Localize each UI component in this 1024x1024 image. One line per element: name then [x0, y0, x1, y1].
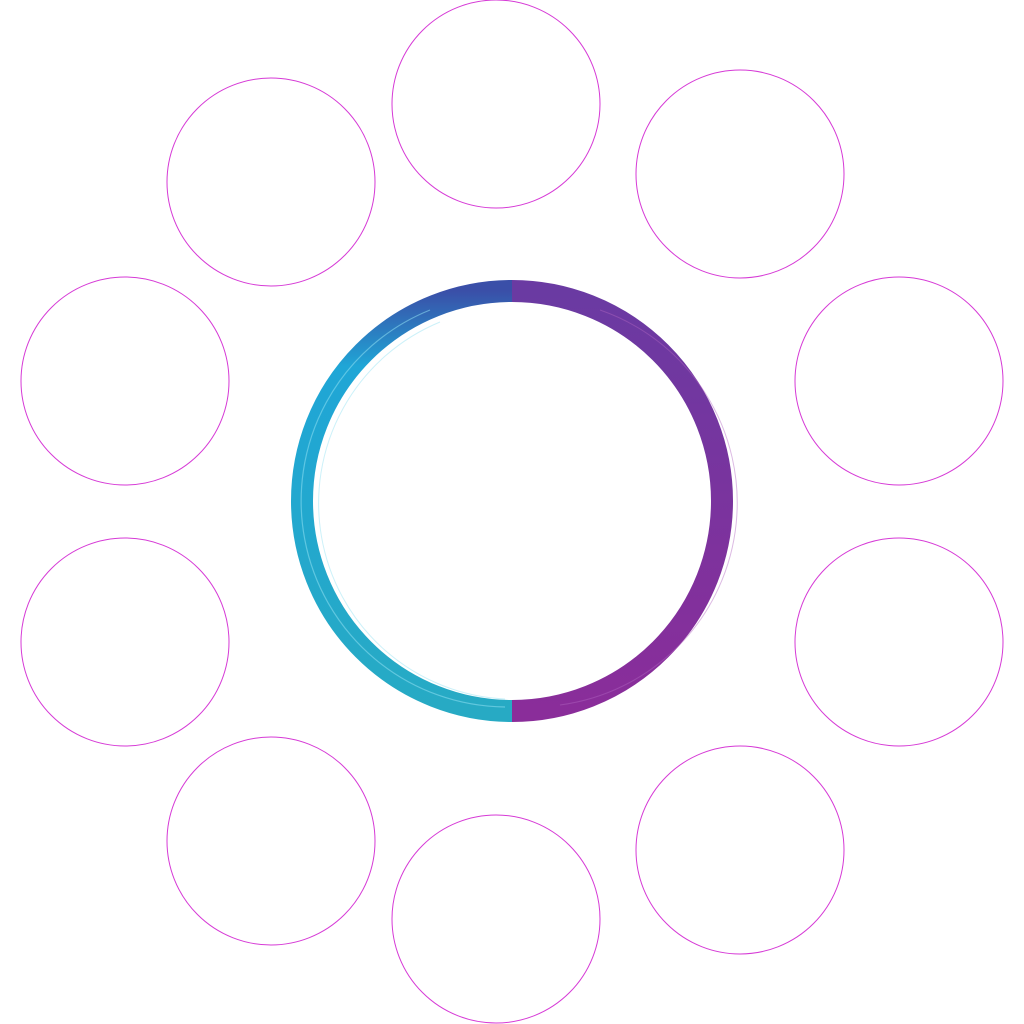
outer-circle-bottom-left: [166, 736, 376, 946]
outer-circle-right-upper: [794, 276, 1004, 486]
outer-circle-group: [20, 0, 1004, 1024]
outer-circle-right-lower: [794, 537, 1004, 747]
center-ring-right-arc: [511, 280, 733, 722]
outer-circle-bottom-right: [635, 745, 845, 955]
outer-circle-bottom: [391, 814, 601, 1024]
center-ring-left-arc: [291, 280, 513, 722]
outer-circle-left-upper: [20, 276, 230, 486]
center-ring: [291, 280, 738, 722]
center-ring-highlight-outer: [300, 309, 506, 708]
outer-circle-top-right: [635, 69, 845, 279]
center-ring-highlight-inner: [318, 321, 506, 700]
outer-circle-left-lower: [20, 537, 230, 747]
outer-circle-top: [391, 0, 601, 209]
center-ring-highlight-right: [559, 309, 738, 706]
outer-circle-top-left: [166, 77, 376, 287]
